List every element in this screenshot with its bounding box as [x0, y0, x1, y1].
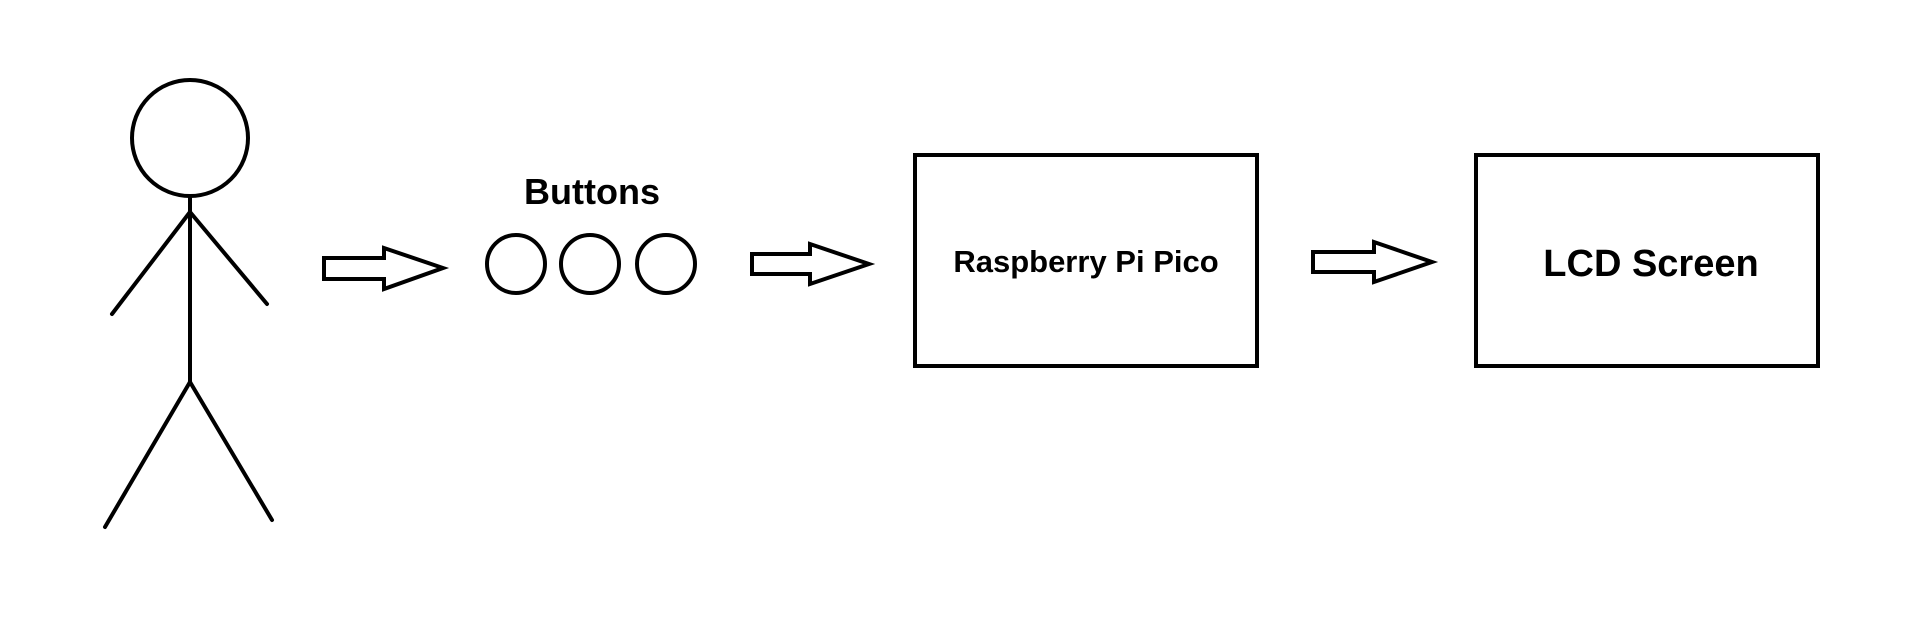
user-head — [130, 78, 250, 198]
user-stick-figure — [103, 78, 274, 529]
pico-label: Raspberry Pi Pico — [953, 244, 1218, 279]
buttons-group — [485, 233, 697, 295]
lcd-label: LCD Screen — [1543, 243, 1758, 285]
lcd-box — [1474, 153, 1820, 368]
arrow-buttons-to-pico — [750, 241, 876, 287]
user-right-arm — [188, 210, 269, 306]
button-circle-3 — [635, 233, 697, 295]
button-circle-2 — [559, 233, 621, 295]
button-circle-1 — [485, 233, 547, 295]
arrow-user-to-buttons — [322, 245, 450, 292]
arrow-pico-to-lcd — [1311, 239, 1439, 285]
pico-box — [913, 153, 1259, 368]
buttons-label: Buttons — [524, 171, 660, 212]
user-left-arm — [110, 210, 192, 316]
user-right-leg — [188, 380, 274, 522]
user-left-leg — [103, 380, 192, 529]
